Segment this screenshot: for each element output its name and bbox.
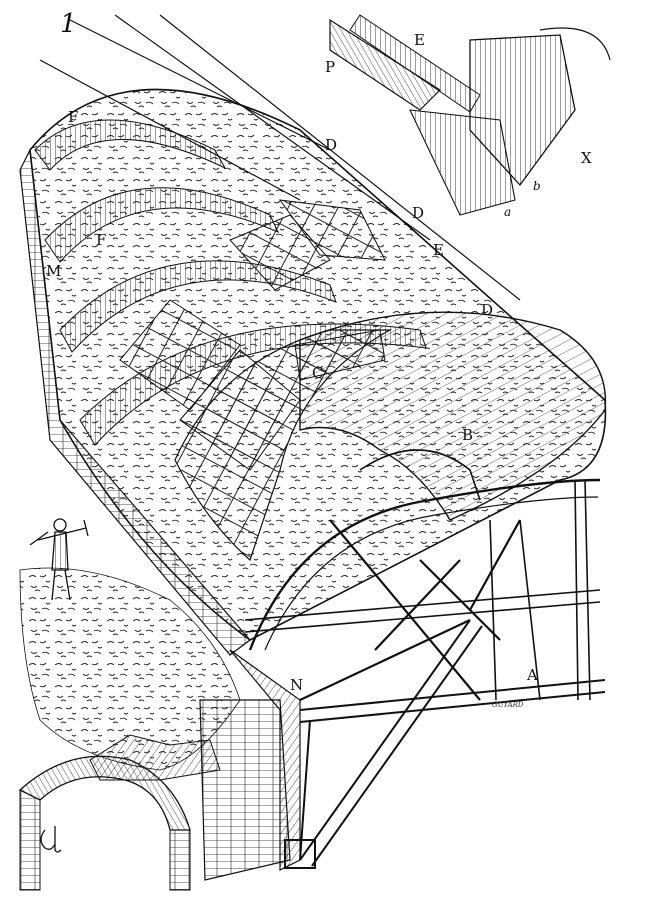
label-F-2: F	[96, 231, 106, 249]
loose-tiles	[294, 329, 386, 381]
left-side-wall	[19, 147, 251, 656]
label-b: b	[533, 179, 541, 193]
inset-centering-boards	[409, 109, 516, 216]
diagonal-struts	[299, 519, 521, 701]
label-a: a	[504, 205, 511, 219]
arch-ring-3	[59, 260, 337, 353]
label-F-1: F	[68, 108, 78, 126]
label-A: A	[526, 666, 538, 684]
inset-arch-curve	[539, 27, 611, 61]
longitudinal-ribs	[39, 14, 521, 301]
lagging-surface	[299, 311, 607, 521]
centering-arch-inner	[264, 496, 599, 651]
king-post-braces	[489, 479, 591, 701]
worker-tool-pick	[37, 519, 89, 541]
timber-centering	[244, 449, 606, 869]
board-lagging	[294, 311, 607, 521]
centering-rib-2	[359, 449, 481, 501]
label-D-3: D	[481, 301, 493, 319]
label-P: P	[325, 58, 335, 76]
label-X: X	[581, 149, 592, 167]
lower-arch-jamb	[19, 789, 191, 891]
label-D-1: D	[325, 136, 337, 154]
tie-beam-A	[299, 679, 606, 723]
figure-number: 1	[60, 9, 77, 39]
centering-arch	[248, 478, 601, 651]
label-B: B	[462, 426, 473, 444]
label-M: M	[46, 262, 61, 280]
artist-monogram	[40, 826, 62, 853]
stone-pile	[89, 734, 221, 781]
worker-body	[29, 531, 71, 601]
label-E-2: E	[433, 241, 444, 259]
engraver-signature: GUYARD	[492, 701, 524, 709]
pier-arch-N	[229, 649, 301, 871]
worker-head	[53, 518, 67, 532]
ground-rubble	[19, 567, 241, 781]
inset-detail-X	[329, 14, 611, 216]
label-E-1: E	[414, 31, 425, 49]
label-C: C	[312, 364, 323, 382]
raking-shore	[284, 619, 483, 869]
worker-figure	[29, 518, 89, 601]
arch-ring-1	[34, 119, 227, 171]
front-pier	[199, 649, 301, 881]
label-N: N	[290, 676, 303, 694]
upper-tie	[244, 589, 601, 633]
label-D-2: D	[412, 204, 424, 222]
